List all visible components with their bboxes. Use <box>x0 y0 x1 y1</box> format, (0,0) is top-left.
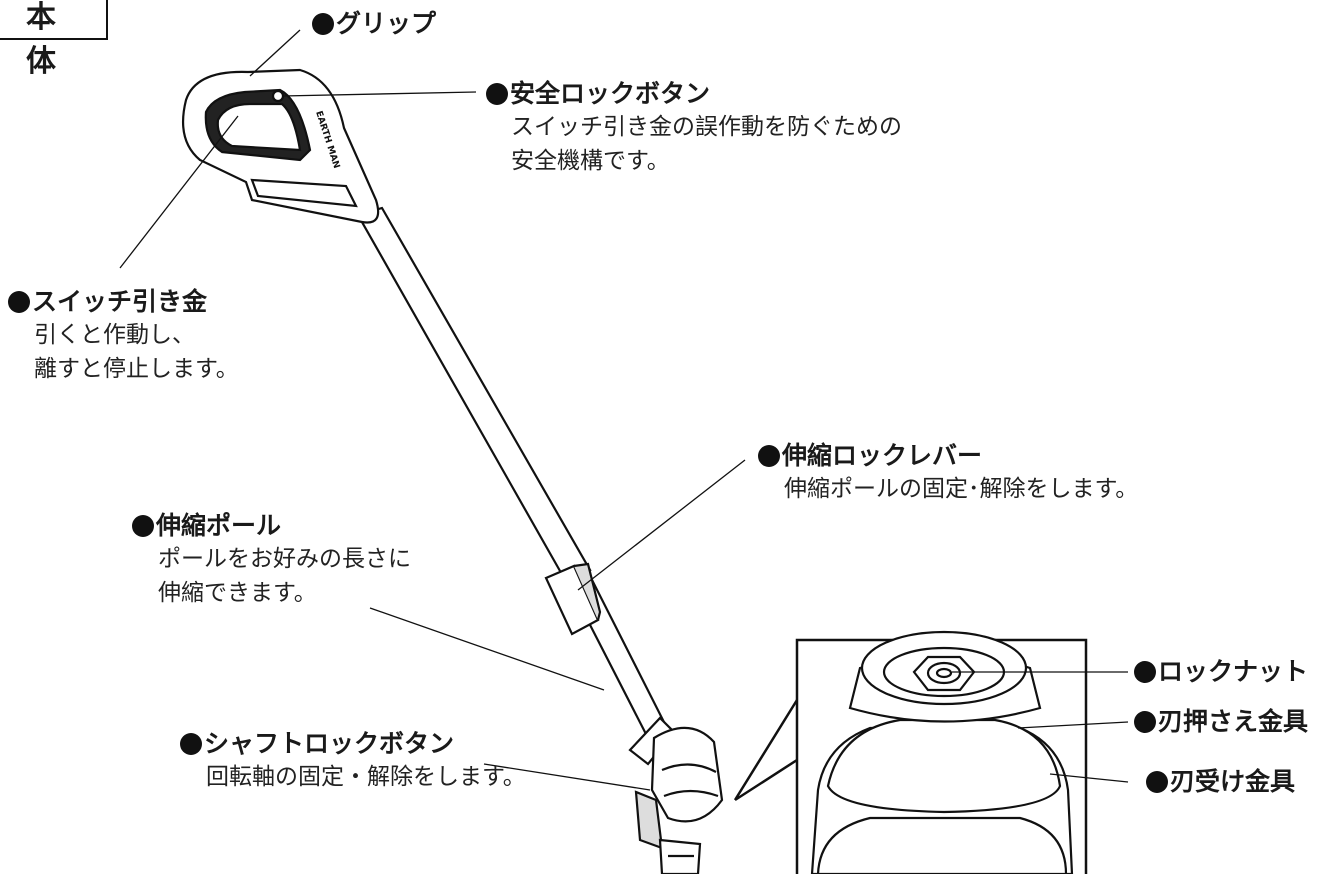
label-shaft-lock: シャフトロックボタン 回転軸の固定・解除をします。 <box>180 728 526 794</box>
label-safety-lock: 安全ロックボタン スイッチ引き金の誤作動を防ぐための 安全機構です。 <box>486 78 902 178</box>
label-lock-nut: ロックナット <box>1134 656 1308 688</box>
trimmer-head <box>628 716 724 874</box>
leader-lines <box>119 29 1129 791</box>
label-trigger: スイッチ引き金 引くと作動し、 離すと停止します。 <box>8 286 239 386</box>
telescopic-pole <box>356 206 670 740</box>
label-pole: 伸縮ポール ポールをお好みの長さに 伸縮できます。 <box>132 510 411 610</box>
section-title: 本 体 <box>0 0 108 79</box>
label-blade-press: 刃押さえ金具 <box>1134 706 1308 738</box>
bullet-icon <box>8 291 30 313</box>
lock-lever-shape <box>544 562 602 636</box>
blade-holder-detail <box>810 630 1074 874</box>
bullet-icon <box>312 13 334 35</box>
bullet-icon <box>180 733 202 755</box>
bullet-icon <box>486 83 508 105</box>
bullet-icon <box>1134 661 1156 683</box>
handle <box>182 68 380 224</box>
bullet-icon <box>1134 711 1156 733</box>
detail-callout <box>733 699 799 802</box>
bullet-icon <box>132 515 154 537</box>
label-blade-receive: 刃受け金具 <box>1146 766 1295 798</box>
bullet-icon <box>758 445 780 467</box>
label-grip: グリップ <box>312 8 436 40</box>
label-lock-lever: 伸縮ロックレバー 伸縮ポールの固定･解除をします。 <box>758 440 1138 506</box>
bullet-icon <box>1146 771 1168 793</box>
